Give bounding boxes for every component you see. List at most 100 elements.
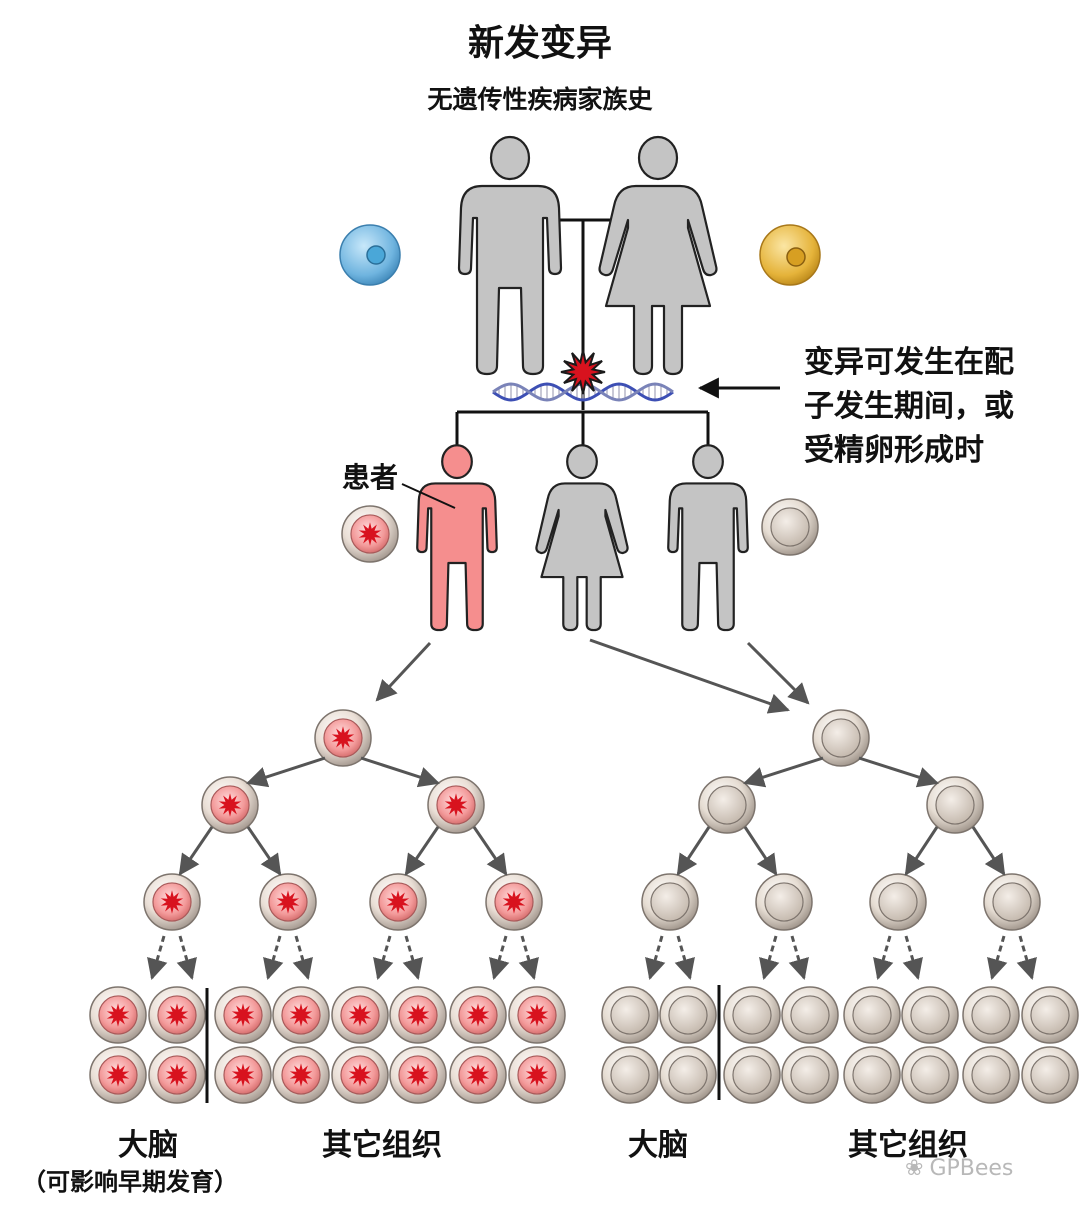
dashed-division-arrow (263, 935, 284, 981)
dashed-division-arrow (292, 935, 313, 981)
mutant-cell (214, 986, 272, 1044)
normal-cell (781, 1046, 839, 1104)
normal-cell (901, 1046, 959, 1104)
dashed-division-arrow (489, 935, 510, 981)
mutant-cell (427, 776, 485, 834)
mutation-star-icon (289, 1003, 313, 1027)
annotation-line: 变异可发生在配 (804, 345, 1014, 380)
mutation-star-icon (276, 890, 300, 914)
division-arrow (404, 826, 440, 876)
mutation-star-icon (348, 1003, 372, 1027)
normal-cell (601, 1046, 659, 1104)
normal-cell (641, 873, 699, 931)
dashed-division-arrow (1016, 935, 1037, 981)
division-arrow (743, 756, 824, 788)
family-members (339, 135, 821, 632)
head-icon (441, 444, 473, 480)
normal-cell (698, 776, 756, 834)
division-arrow (472, 826, 508, 876)
mutation-star-icon (231, 1063, 255, 1087)
mutation-star-icon (406, 1003, 430, 1027)
mutant-cell (272, 986, 330, 1044)
page-title: 新发变异 (467, 22, 612, 64)
mutation-star-icon (289, 1063, 313, 1087)
dashed-division-arrow (373, 935, 394, 981)
mutation-star-icon (348, 1063, 372, 1087)
brain-development-note: （可影响早期发育） (22, 1167, 238, 1196)
sister-figure (535, 444, 629, 632)
mutation-star-icon (466, 1003, 490, 1027)
male-body-icon (667, 482, 749, 632)
mutation-star-icon (106, 1003, 130, 1027)
normal-cell (843, 986, 901, 1044)
mutation-star-icon (106, 1063, 130, 1087)
mutant-cell (272, 1046, 330, 1104)
left-brain-label: 大脑 (118, 1128, 178, 1163)
mutant-cell (89, 986, 147, 1044)
mutant-cell (314, 709, 372, 767)
mutant-cell (148, 986, 206, 1044)
mutation-star-icon (406, 1063, 430, 1087)
male-body-icon (416, 482, 498, 632)
normal-cell (781, 986, 839, 1044)
female-body-icon (598, 184, 718, 376)
mutation-star-icon (444, 793, 468, 817)
mutation-star-icon (160, 890, 184, 914)
division-arrow (246, 756, 326, 788)
normal-cell (659, 1046, 717, 1104)
patient-figure (416, 444, 498, 632)
female-body-icon (535, 482, 629, 632)
dashed-division-arrow (147, 935, 168, 981)
normal-cell (1021, 986, 1079, 1044)
normal-cell (962, 986, 1020, 1044)
mutant-cell (369, 873, 427, 931)
mutant-cell (148, 1046, 206, 1104)
mutant-cell (485, 873, 543, 931)
mutant-cell (331, 986, 389, 1044)
mutation-star-icon (165, 1063, 189, 1087)
mutant-cell (214, 1046, 272, 1104)
division-arrow (360, 756, 440, 788)
dashed-division-arrow (759, 935, 780, 981)
division-arrow (676, 826, 711, 876)
normal-cell (901, 986, 959, 1044)
head-icon (566, 444, 598, 480)
division-arrow (743, 826, 778, 876)
normal-cell (926, 776, 984, 834)
watermark: ❀GPBees (905, 1152, 1019, 1182)
mutant-cell (331, 1046, 389, 1104)
mutation-star-icon (525, 1063, 549, 1087)
mutation-annotation: 变异可发生在配 子发生期间，或 受精卵形成时 (804, 341, 1054, 473)
division-arrow (858, 756, 939, 788)
normal-cell (983, 873, 1041, 931)
normal-cell (761, 498, 819, 556)
dashed-division-arrow (402, 935, 423, 981)
mutant-cell (389, 986, 447, 1044)
normal-cell (869, 873, 927, 931)
cell-lineages (89, 498, 1079, 1104)
normal-cell (723, 986, 781, 1044)
division-arrow (589, 638, 790, 714)
mutation-star-icon (386, 890, 410, 914)
normal-cell (723, 1046, 781, 1104)
egg-cell-icon (759, 224, 821, 286)
normal-cell (962, 1046, 1020, 1104)
mutant-cell (259, 873, 317, 931)
mutation-star-icon (358, 522, 382, 546)
page-subtitle: 无遗传性疾病家族史 (427, 85, 653, 114)
dashed-division-arrow (674, 935, 695, 981)
dashed-division-arrow (518, 935, 539, 981)
dashed-division-arrow (788, 935, 809, 981)
mutant-cell (449, 1046, 507, 1104)
mutation-star-icon (231, 1003, 255, 1027)
annotation-line: 子发生期间，或 (804, 389, 1014, 424)
mutation-star-icon (165, 1003, 189, 1027)
sperm-cell-icon (339, 224, 401, 286)
head-icon (489, 135, 531, 181)
right-other-tissue-label: 其它组织 (848, 1128, 968, 1163)
right-brain-label: 大脑 (628, 1128, 688, 1163)
head-icon (692, 444, 724, 480)
mutant-cell (201, 776, 259, 834)
